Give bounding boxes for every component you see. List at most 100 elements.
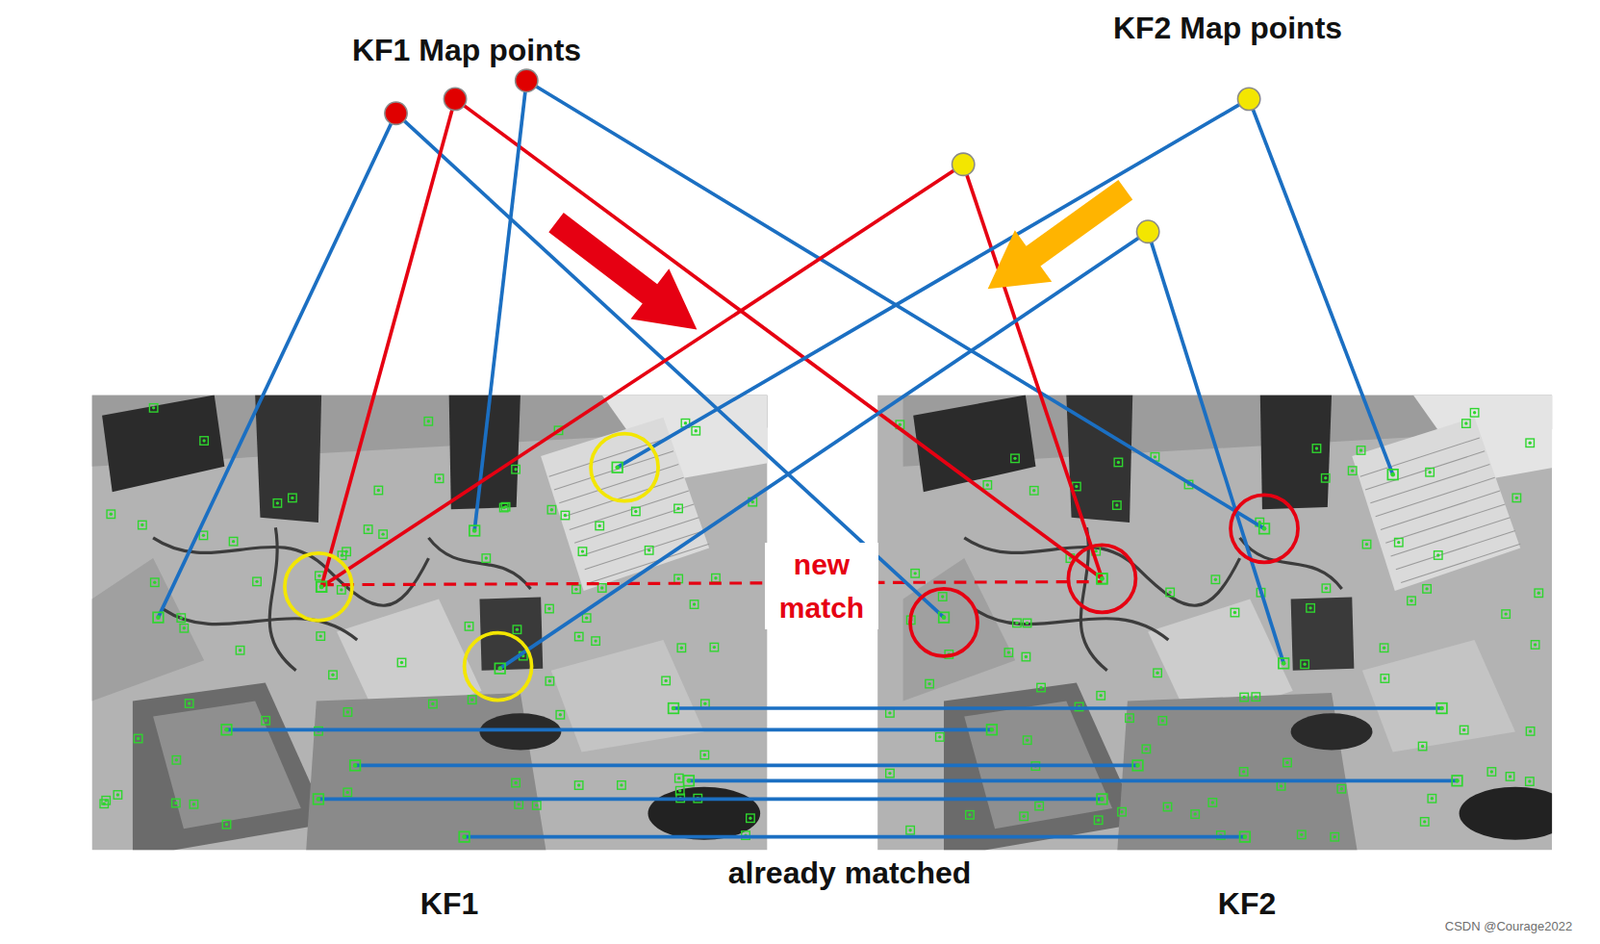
photo-object [551,639,705,753]
feature-point [1434,551,1443,559]
feature-point [1508,774,1512,778]
projection-line [1147,231,1284,664]
highlight-circle [464,633,533,701]
feature-point [1330,832,1339,840]
feature-point [925,679,934,687]
feature-point [377,488,381,492]
feature-point [366,527,370,531]
feature-point [363,525,372,534]
feature-point [936,733,944,741]
feature-point [1166,587,1174,596]
feature-point [1470,408,1478,417]
feature-point [1132,760,1143,771]
feature-point [350,760,361,771]
feature-point [1534,588,1543,597]
feature-point [1096,573,1108,585]
feature-point [379,530,387,538]
map-point [515,69,538,92]
keyboard-keys [1360,437,1480,477]
keyboard-keys [1396,530,1516,569]
feature-point [1283,758,1292,766]
feature-point [339,587,343,591]
feature-point [346,790,350,794]
feature-point [967,812,971,816]
feature-point [678,788,682,792]
match-line [688,778,1458,783]
feature-point [1387,469,1398,481]
group-title: KF1 Map points [352,32,582,69]
feature-point [100,799,108,808]
feature-point [661,676,670,685]
feature-point [703,753,707,757]
keyboard-keys [569,490,689,530]
feature-point [497,665,503,671]
match-label: already matched [728,855,972,891]
feature-point [1114,457,1122,466]
feature-point [1390,472,1396,478]
feature-point [1462,728,1466,732]
feature-point [261,716,270,725]
feature-point [231,539,235,543]
feature-point [1211,575,1220,584]
feature-point [1528,729,1532,733]
feature-point [563,513,567,517]
feature-point [113,790,122,799]
feature-point [467,624,471,628]
feature-point [149,404,157,412]
feature-point [941,614,947,620]
feature-point [1359,448,1363,452]
feature-point [1462,419,1471,428]
feature-point [1276,782,1285,790]
match-label: new match [764,542,879,630]
feature-point [400,660,404,664]
photo-object [1291,712,1373,750]
photo-object [101,394,225,492]
feature-point [106,509,115,518]
photo-cable [428,537,531,589]
feature-point [748,816,752,820]
feature-point [711,573,720,582]
feature-point [1430,796,1434,800]
feature-point [458,831,470,842]
feature-point [317,574,321,578]
photo-object [479,712,561,750]
keyframe-photo [91,394,767,850]
feature-point [694,429,698,432]
feature-point [1312,444,1321,453]
feature-point [329,670,337,679]
feature-point [1125,713,1134,722]
feature-point [938,592,946,601]
feature-point [1193,812,1196,815]
feature-point [1464,421,1468,425]
feature-point [1436,703,1448,714]
feature-point [591,636,600,645]
feature-point [431,702,434,706]
feature-point [1262,526,1268,532]
feature-point [1487,767,1496,776]
feature-point [1299,833,1303,837]
feature-point [1011,454,1019,462]
feature-point [691,426,700,434]
feature-point [700,750,709,759]
feature-point [676,577,680,581]
feature-point [319,584,325,589]
feature-point [1300,660,1309,668]
keyframe-image: KF1 [91,394,767,850]
feature-point [1155,671,1159,675]
feature-point [689,600,698,609]
feature-point [647,548,651,552]
direction-arrow [988,179,1134,289]
feature-point [482,554,490,562]
feature-point [276,501,280,505]
feature-point [908,828,912,832]
feature-point [1168,590,1171,594]
feature-point [1037,683,1045,691]
feature-point [1035,801,1043,810]
feature-point [235,646,244,655]
feature-point [1418,741,1426,750]
feature-points [886,408,1544,841]
projection-line [474,80,527,532]
feature-point [663,679,667,683]
feature-point [1117,807,1126,815]
feature-point [906,825,915,834]
